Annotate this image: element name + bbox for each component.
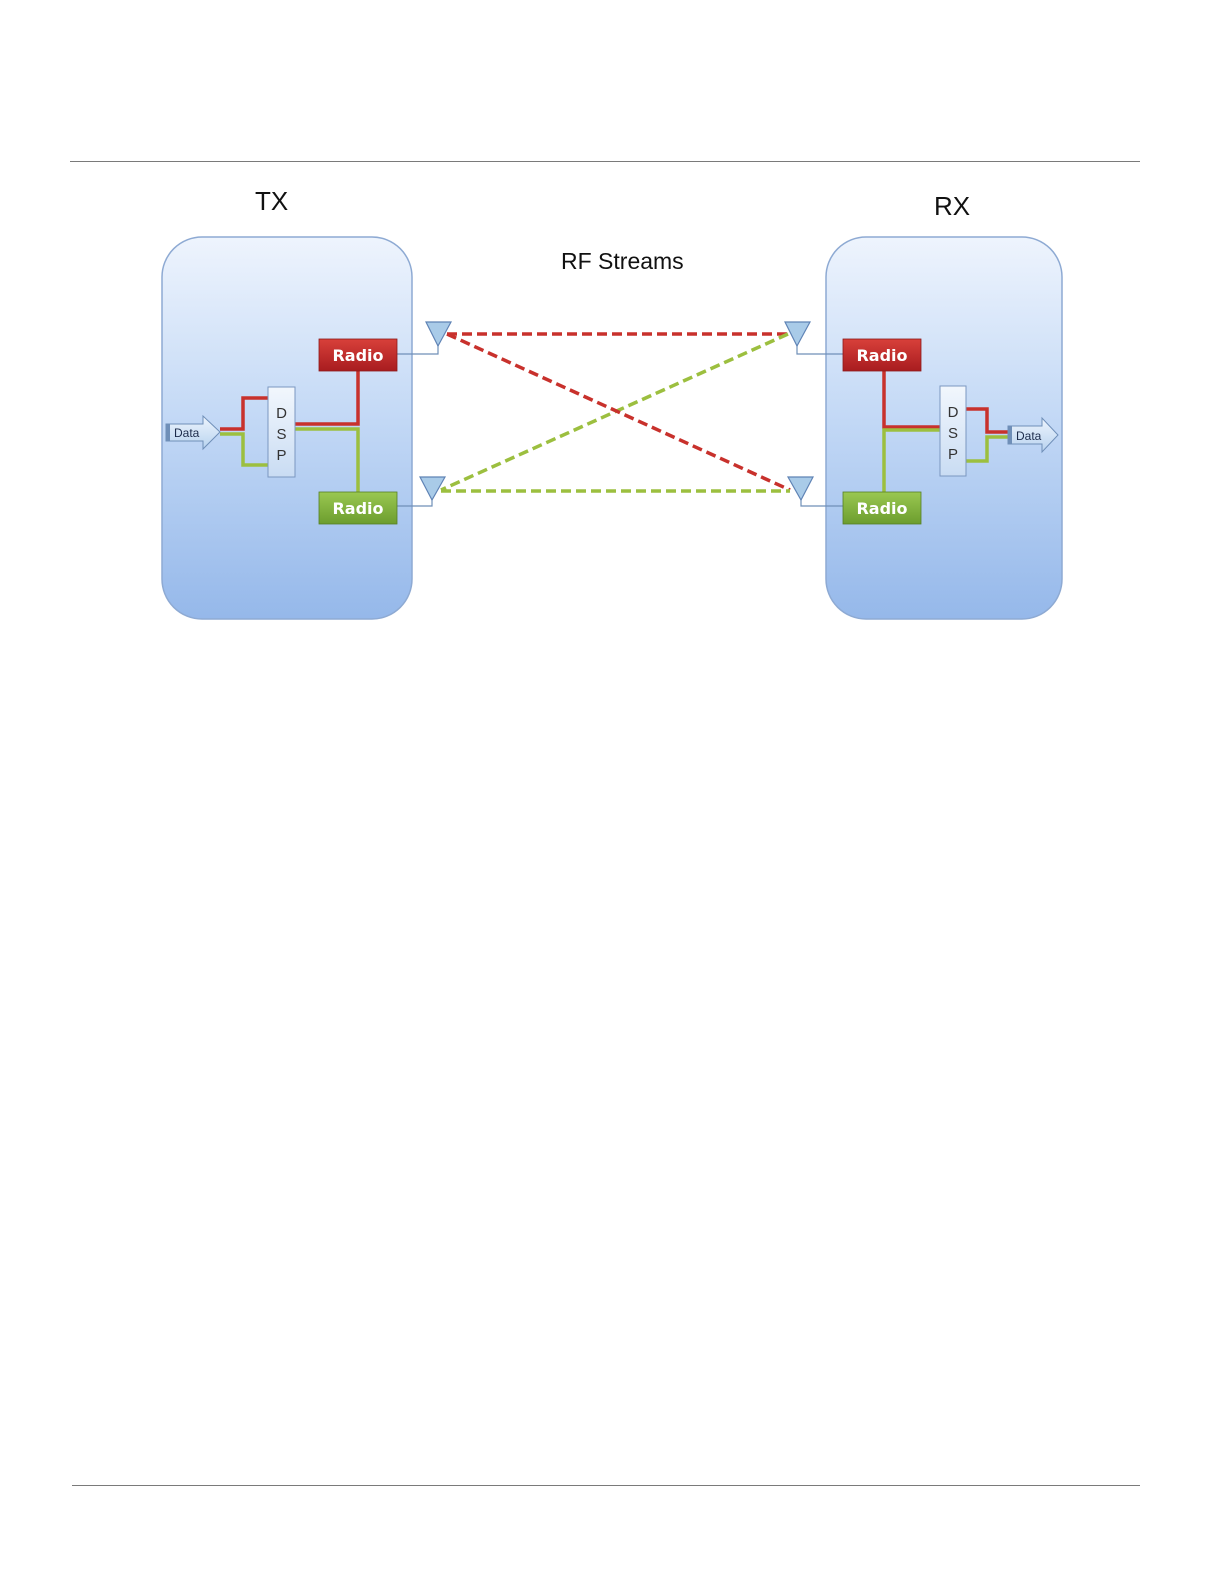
rx-radio-bottom: Radio [843, 492, 921, 524]
rx-radio-bottom-label: Radio [856, 499, 907, 518]
rf-streams [441, 334, 790, 491]
rx-dsp-letter-3: P [948, 446, 958, 463]
tx-dsp: D S P [268, 387, 295, 477]
tx-radio-top-label: Radio [332, 346, 383, 365]
rx-antenna-bottom-icon [788, 477, 813, 500]
rx-title: RX [934, 191, 970, 221]
rx-radio-top: Radio [843, 339, 921, 371]
tx-dsp-letter-3: P [276, 447, 286, 464]
tx-title: TX [255, 186, 288, 216]
tx-data-label: Data [174, 426, 200, 440]
mimo-diagram: TX RX RF Streams Rad [0, 0, 1224, 700]
tx-radio-top: Radio [319, 339, 397, 371]
rx-radio-top-label: Radio [856, 346, 907, 365]
tx-dsp-letter-2: S [276, 426, 286, 443]
rx-dsp-letter-1: D [948, 404, 959, 421]
tx-dsp-letter-1: D [276, 405, 287, 422]
bottom-divider [72, 1485, 1140, 1486]
tx-radio-bottom-label: Radio [332, 499, 383, 518]
tx-radio-bottom: Radio [319, 492, 397, 524]
antenna-feeds [397, 340, 843, 506]
rx-dsp-letter-2: S [948, 425, 958, 442]
rx-dsp: D S P [940, 386, 966, 476]
rx-antenna-top-icon [785, 322, 810, 346]
rx-data-label: Data [1016, 429, 1042, 443]
rf-streams-title: RF Streams [561, 248, 684, 274]
